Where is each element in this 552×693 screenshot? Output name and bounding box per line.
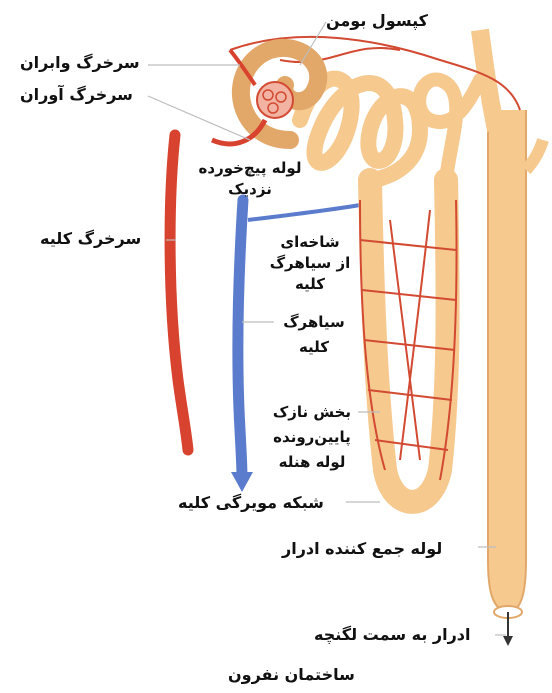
label-renal-vein-branch-line1: شاخه‌ای [262, 232, 358, 253]
collecting-duct-tube [488, 110, 526, 612]
label-renal-vein-line2: کلیه [274, 337, 354, 358]
label-urine-to-pelvis: ادرار به سمت لگنچه [314, 624, 471, 645]
vein-branch [248, 205, 360, 220]
label-descending-limb-line1: بخش نازک [262, 402, 362, 423]
label-renal-vein-line1: سیاهرگ [274, 312, 354, 333]
label-proximal-tubule-line1: لوله پیچ‌خورده [198, 158, 302, 179]
label-proximal-tubule-line2: نزدیک [198, 179, 302, 200]
label-bowman-capsule: کپسول بومن [326, 10, 428, 31]
vein-arrowhead [231, 472, 253, 492]
label-renal-artery: سرخرگ کلیه [40, 228, 141, 249]
bowman-capsule [241, 48, 318, 140]
label-renal-vein-branch: شاخه‌ای از سیاهرگ کلیه [262, 232, 358, 295]
urine-arrowhead [503, 636, 513, 646]
collecting-duct-side-branch [526, 140, 543, 170]
label-renal-vein-branch-line2: از سیاهرگ [262, 253, 358, 274]
label-descending-limb-line3: لوله هنله [262, 452, 362, 473]
label-renal-vein-branch-line3: کلیه [262, 274, 358, 295]
label-collecting-duct: لوله جمع کننده ادرار [282, 538, 442, 559]
renal-artery-vessel [170, 135, 188, 450]
label-peritubular-capillaries: شبکه مویرگی کلیه [178, 492, 324, 513]
label-efferent-arteriole: سرخرگ وابران [20, 52, 140, 73]
distal-convoluted-tubule [419, 80, 480, 180]
figure-caption: ساختمان نفرون [228, 664, 355, 685]
renal-vein-vessel [238, 200, 243, 478]
label-afferent-arteriole: سرخرگ آوران [20, 84, 133, 105]
label-descending-limb-line2: پایین‌رونده [262, 427, 362, 448]
label-renal-vein: سیاهرگ کلیه [274, 312, 354, 358]
label-descending-thin-limb: بخش نازک پایین‌رونده لوله هنله [262, 402, 362, 473]
label-proximal-tubule: لوله پیچ‌خورده نزدیک [198, 158, 302, 200]
